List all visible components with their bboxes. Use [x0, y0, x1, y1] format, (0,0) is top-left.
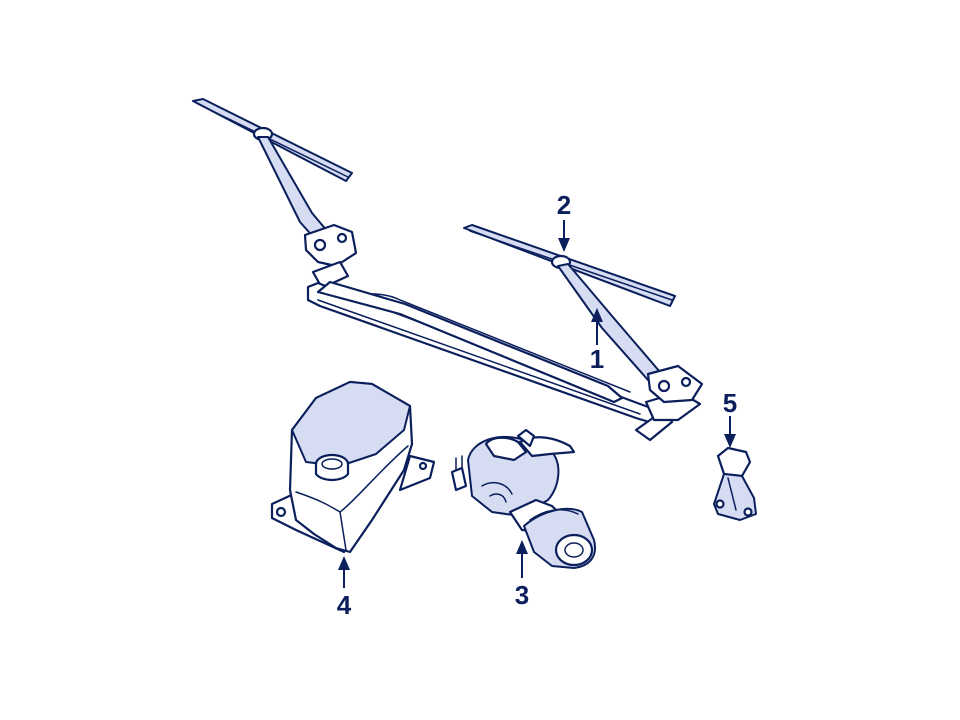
left-wiper-blade — [192, 98, 353, 182]
callout-2: 2 — [557, 190, 571, 252]
callout-5: 5 — [723, 388, 737, 448]
right-wiper-arm — [557, 263, 704, 404]
callout-4: 4 — [337, 556, 352, 620]
callout-3-number: 3 — [515, 580, 529, 610]
wiper-motor — [450, 428, 596, 569]
mounting-bracket — [713, 446, 757, 521]
callout-1: 1 — [590, 308, 604, 374]
callout-4-number: 4 — [337, 590, 352, 620]
callout-3: 3 — [515, 540, 529, 610]
callout-2-number: 2 — [557, 190, 571, 220]
callout-1-number: 1 — [590, 344, 604, 374]
callout-5-number: 5 — [723, 388, 737, 418]
left-wiper-arm — [257, 136, 358, 268]
washer-reservoir — [270, 380, 436, 554]
